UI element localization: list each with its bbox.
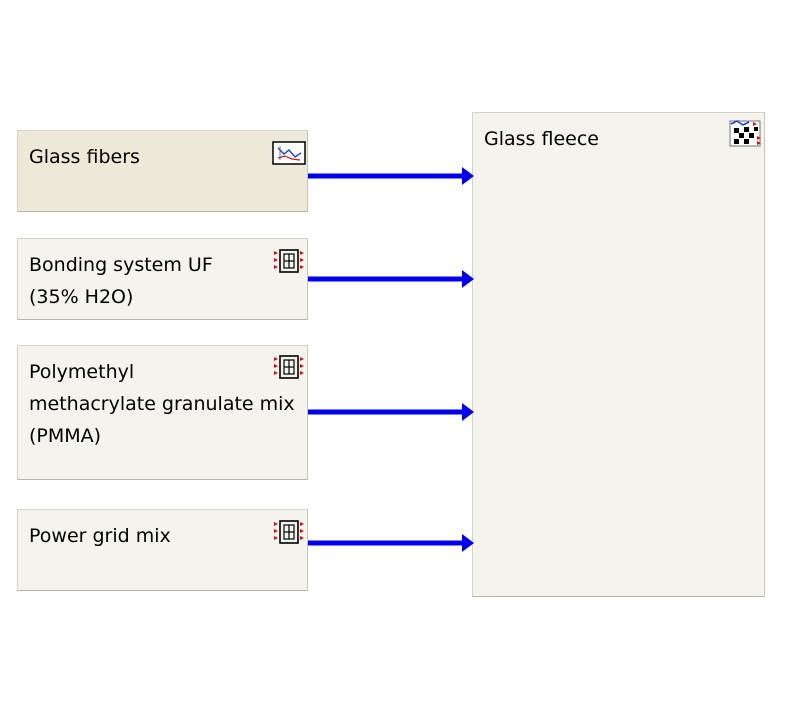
- process-box-bonding-system[interactable]: Bonding system UF (35% H2O): [17, 238, 308, 320]
- process-box-pmma[interactable]: Polymethyl methacrylate granulate mix (P…: [17, 345, 308, 480]
- process-label: Bonding system UF (35% H2O): [29, 254, 213, 308]
- process-label: Power grid mix: [29, 525, 171, 547]
- process-box-glass-fleece[interactable]: Glass fleece: [472, 112, 765, 597]
- process-box-glass-fibers[interactable]: Glass fibers: [17, 130, 308, 212]
- flow-arrow-power-grid: [308, 534, 474, 552]
- unit-process-icon: [274, 520, 304, 544]
- flow-arrow-pmma: [308, 403, 474, 421]
- process-label: Glass fleece: [484, 128, 599, 150]
- process-label: Polymethyl methacrylate granulate mix (P…: [29, 361, 295, 447]
- chart-flow-icon: [272, 141, 306, 165]
- process-box-power-grid[interactable]: Power grid mix: [17, 509, 308, 591]
- flow-arrow-glass-fibers: [308, 167, 474, 185]
- process-label: Glass fibers: [29, 146, 140, 168]
- aggregated-process-icon: [729, 120, 761, 147]
- unit-process-icon: [274, 355, 304, 379]
- unit-process-icon: [274, 249, 304, 273]
- flow-arrow-bonding-system: [308, 270, 474, 288]
